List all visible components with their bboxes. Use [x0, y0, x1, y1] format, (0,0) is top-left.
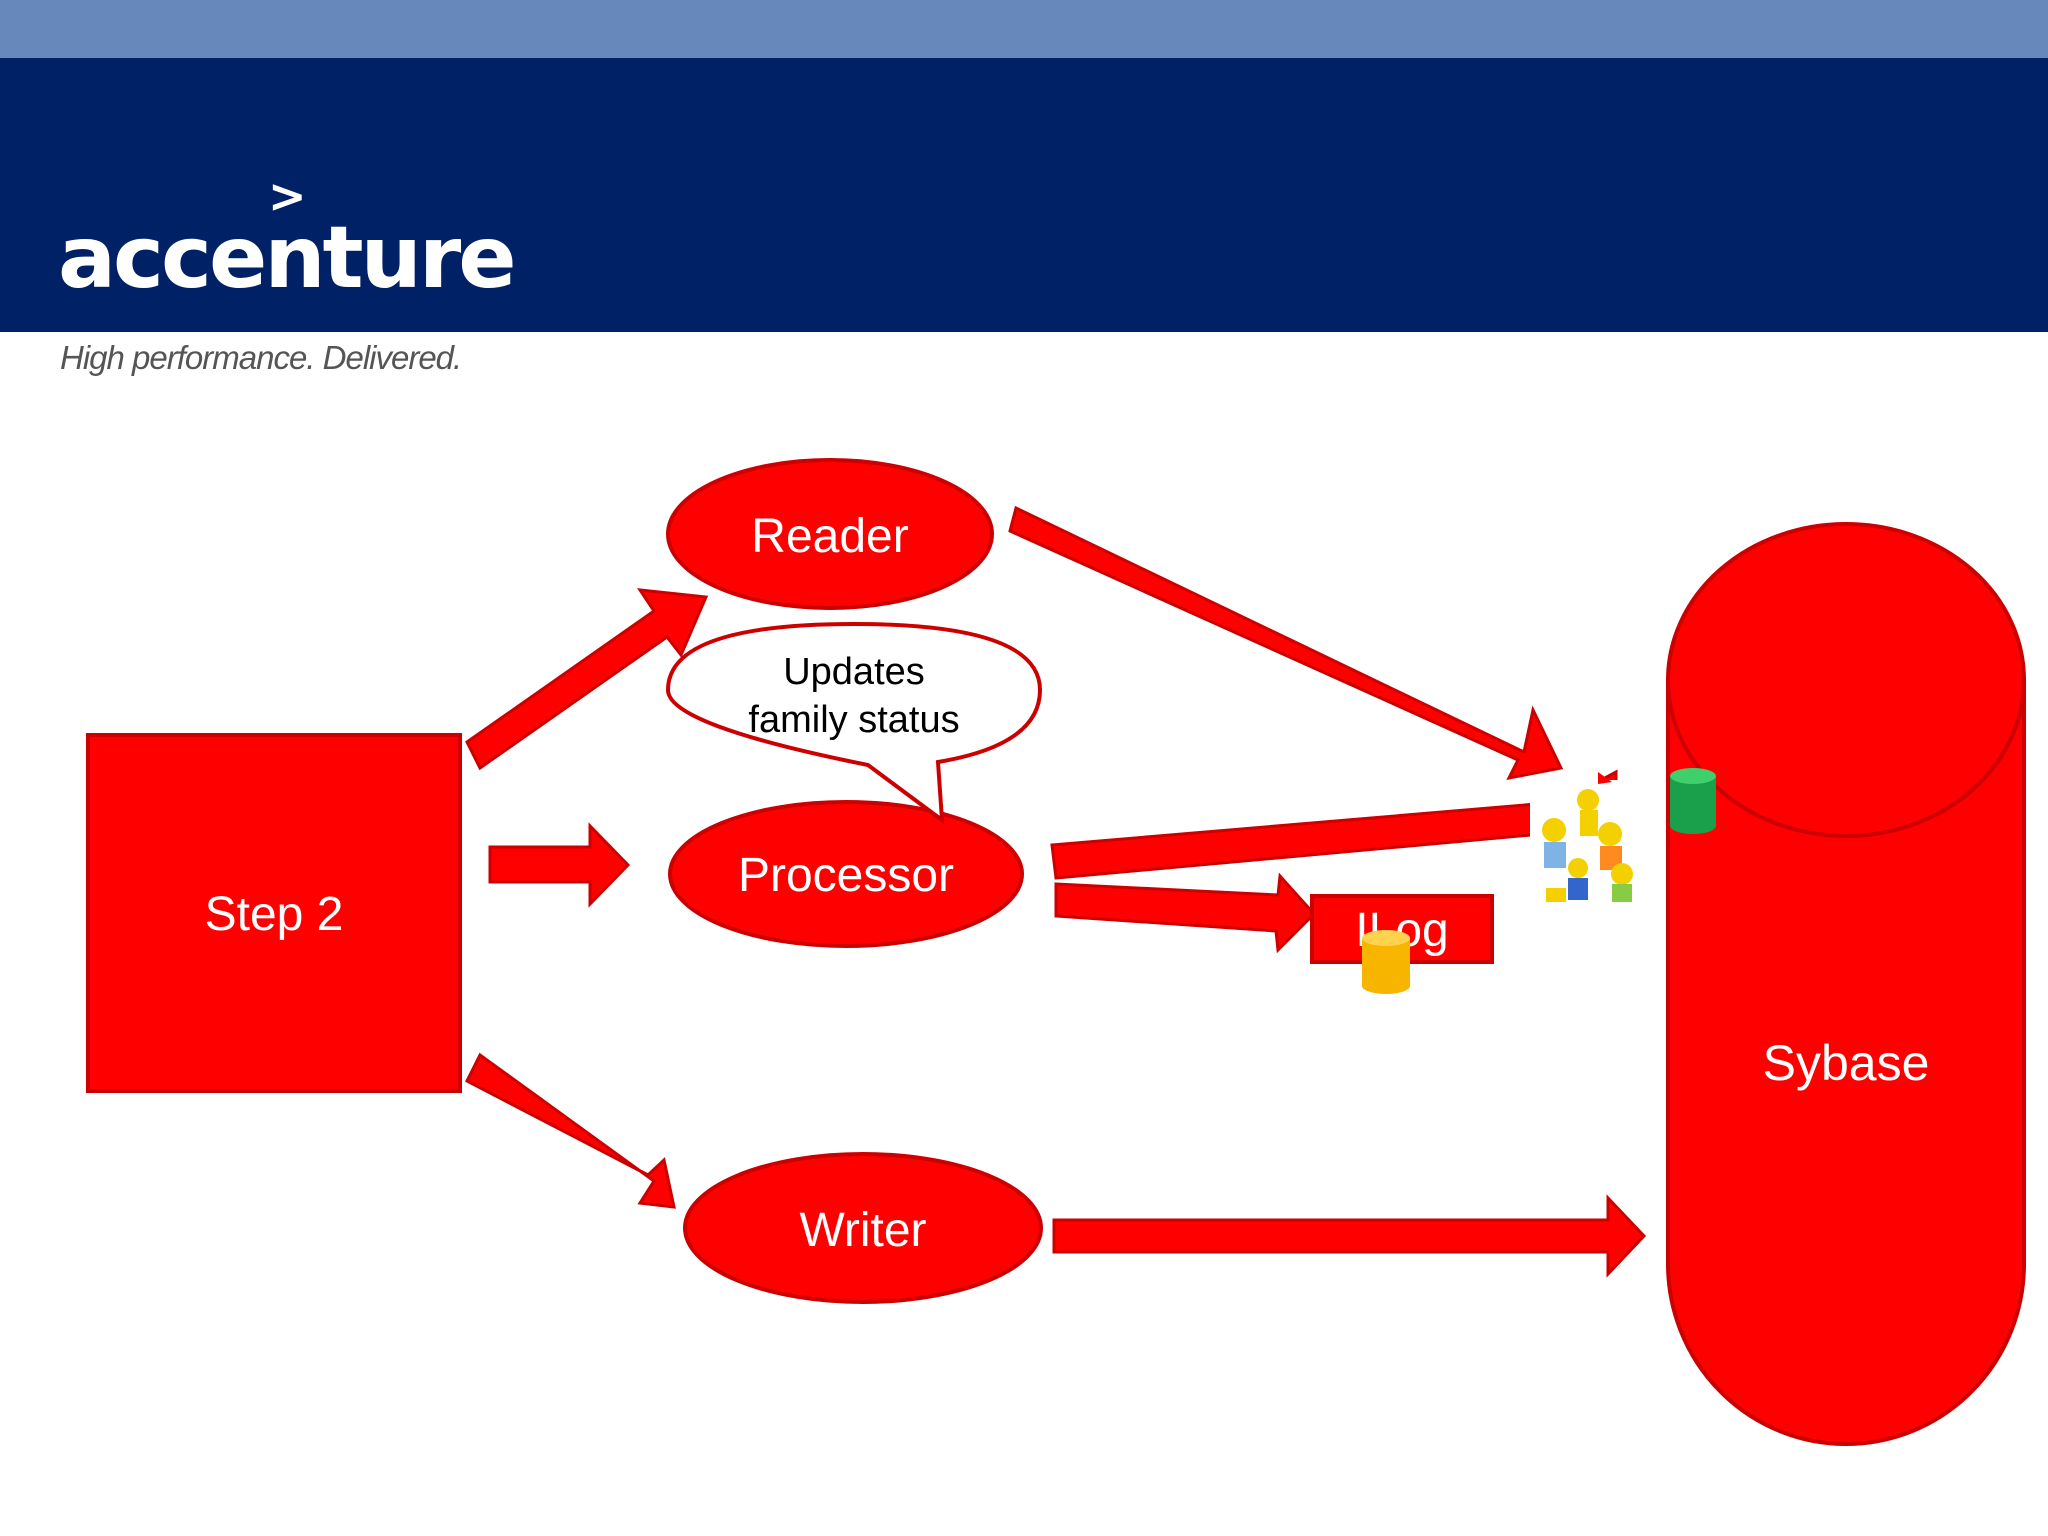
arrow-processor-to-log — [1054, 872, 1317, 954]
processor-label: Processor — [738, 849, 954, 902]
arrow-reader-to-sybase — [1008, 505, 1564, 781]
header-top-strip — [0, 0, 2048, 58]
cartoon-family-icon — [1530, 772, 1638, 908]
processor-node — [668, 800, 1024, 948]
reader-label: Reader — [751, 510, 908, 563]
sybase-label: Sybase — [1763, 1035, 1930, 1091]
green-cylinder-icon — [1670, 768, 1716, 834]
writer-node — [683, 1152, 1043, 1304]
accenture-logo: accenture — [58, 208, 517, 308]
header-band — [0, 58, 2048, 332]
callout-bubble — [665, 621, 1043, 825]
arrow-step-to-processor — [488, 822, 631, 908]
callout-line-1: Updates — [783, 651, 925, 693]
callout-line-2: family status — [748, 699, 959, 741]
sybase-cylinder — [1666, 522, 2026, 1446]
accenture-logo-mark: > — [268, 169, 307, 223]
reader-node — [666, 458, 994, 610]
arrow-writer-to-sybase — [1052, 1194, 1647, 1278]
tagline: High performance. Delivered. — [60, 339, 462, 376]
arrow-step-to-reader — [465, 588, 709, 771]
step-box — [86, 733, 462, 1093]
yellow-cylinder-icon — [1362, 930, 1410, 994]
writer-label: Writer — [799, 1204, 926, 1257]
arrow-step-to-writer — [464, 1052, 676, 1209]
step-box-label: Step 2 — [205, 888, 344, 941]
